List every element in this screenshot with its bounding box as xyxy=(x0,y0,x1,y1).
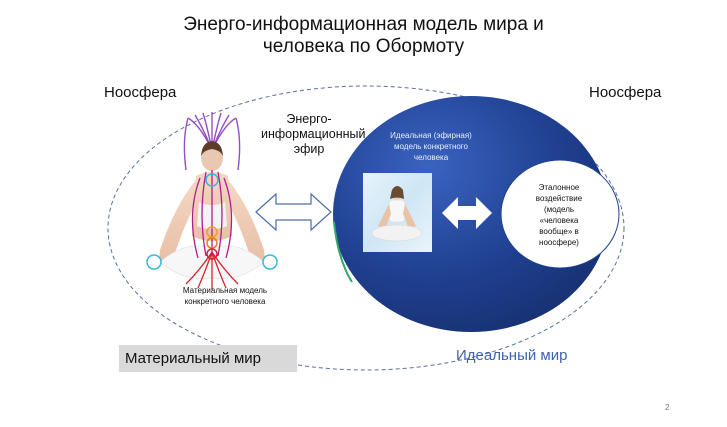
standard-line-5: вообще» в xyxy=(539,227,579,236)
double-arrow-solid-icon xyxy=(442,197,492,229)
standard-line-1: Эталонное xyxy=(538,183,580,192)
noosphere-dashed-ellipse xyxy=(107,85,625,371)
standard-line-4: «человека xyxy=(539,216,579,225)
page-number: 2 xyxy=(665,403,670,412)
double-arrow-outline-icon xyxy=(255,192,332,232)
ether-line-2: информационный xyxy=(261,127,366,141)
title-line-1: Энерго-информационная модель мира и xyxy=(183,14,544,35)
ideal-model-label: Идеальная (эфирная) модель конкретного ч… xyxy=(372,130,490,163)
noosphere-label-right: Ноосфера xyxy=(589,84,662,101)
standard-line-2: воздействие xyxy=(535,194,583,203)
standard-impact-ellipse xyxy=(500,159,620,269)
material-model-line-1: Материальная модель xyxy=(182,286,268,295)
person-lotus-energy-icon xyxy=(146,112,278,290)
ether-line-1: Энерго- xyxy=(286,112,332,126)
material-model-label: Материальная модель конкретного человека xyxy=(166,285,284,307)
ether-line-3: эфир xyxy=(293,142,325,156)
ideal-model-line-3: человека xyxy=(413,153,449,162)
ideal-model-line-1: Идеальная (эфирная) xyxy=(390,131,472,140)
ether-label: Энерго- информационный эфир xyxy=(261,112,366,157)
ideal-model-line-2: модель конкретного xyxy=(394,142,468,151)
material-world-label: Материальный мир xyxy=(119,345,297,372)
standard-line-3: (модель xyxy=(543,205,575,214)
noosphere-label-left: Ноосфера xyxy=(104,84,177,101)
meditation-photo xyxy=(363,173,432,252)
page-title: Энерго-информационная модель мира и чело… xyxy=(0,14,727,58)
material-model-line-2: конкретного человека xyxy=(184,297,266,306)
standard-impact-label: Эталонное воздействие (модель «человека … xyxy=(506,182,612,248)
title-line-2: человека по Обормоту xyxy=(262,36,465,57)
standard-line-6: ноосфере) xyxy=(539,238,579,247)
ideal-world-label: Идеальный мир xyxy=(456,347,568,364)
